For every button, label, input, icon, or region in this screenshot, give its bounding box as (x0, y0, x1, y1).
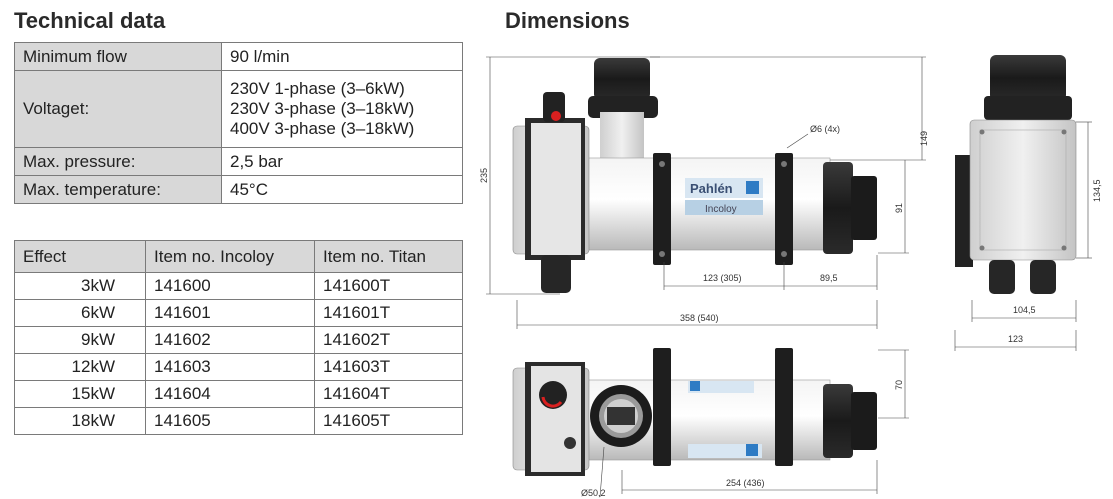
dim-label: Ø6 (4x) (810, 124, 840, 134)
effect-cell: 3kW (14, 272, 146, 300)
item-number-table: Effect Item no. Incoloy Item no. Titan 3… (14, 240, 463, 435)
spec-value: 90 l/min (221, 42, 463, 71)
dim-label: 123 (305) (703, 273, 742, 283)
table-row: Max. temperature: 45°C (14, 175, 463, 204)
dim-label: 89,5 (820, 273, 838, 283)
spec-value: 2,5 bar (221, 147, 463, 176)
spec-label: Max. pressure: (14, 147, 222, 176)
heater-end-view (955, 55, 1077, 294)
table-row: 15kW 141604 141604T (14, 380, 463, 408)
titan-cell: 141604T (314, 380, 463, 408)
heater-top-view (512, 348, 877, 476)
material-label: Incoloy (705, 204, 737, 215)
titan-cell: 141603T (314, 353, 463, 381)
incoloy-cell: 141604 (145, 380, 315, 408)
incoloy-cell: 141601 (145, 299, 315, 327)
table-row: Minimum flow 90 l/min (14, 42, 463, 71)
effect-cell: 15kW (14, 380, 146, 408)
voltage-line: 230V 1-phase (3–6kW) (230, 79, 405, 98)
voltage-line: 230V 3-phase (3–18kW) (230, 99, 415, 118)
effect-cell: 12kW (14, 353, 146, 381)
heater-side-view: Pahlén Incoloy (512, 58, 877, 293)
effect-cell: 18kW (14, 407, 146, 435)
dim-label: 149 (919, 131, 929, 146)
incoloy-cell: 141605 (145, 407, 315, 435)
spec-label: Max. temperature: (14, 175, 222, 204)
dimension-lines (954, 121, 1092, 351)
spec-value: 230V 1-phase (3–6kW) 230V 3-phase (3–18k… (221, 70, 463, 148)
table-row: 6kW 141601 141601T (14, 299, 463, 327)
column-header: Effect (14, 240, 146, 273)
titan-cell: 141602T (314, 326, 463, 354)
table-row: 18kW 141605 141605T (14, 407, 463, 435)
dim-label: 104,5 (1013, 305, 1036, 315)
table-row: 3kW 141600 141600T (14, 272, 463, 300)
dim-label: 235 (479, 168, 489, 183)
dimension-lines (486, 56, 926, 329)
dimension-lines (599, 349, 909, 498)
titan-cell: 141605T (314, 407, 463, 435)
dim-label: 358 (540) (680, 313, 719, 323)
effect-cell: 9kW (14, 326, 146, 354)
voltage-line: 400V 3-phase (3–18kW) (230, 119, 415, 138)
spec-label: Voltaget: (14, 70, 222, 148)
technical-data-title: Technical data (14, 8, 166, 33)
table-row: Voltaget: 230V 1-phase (3–6kW) 230V 3-ph… (14, 70, 463, 148)
technical-data-table: Minimum flow 90 l/min Voltaget: 230V 1-p… (14, 42, 463, 204)
titan-cell: 141600T (314, 272, 463, 300)
dimensions-title: Dimensions (505, 8, 630, 33)
table-header-row: Effect Item no. Incoloy Item no. Titan (14, 240, 463, 273)
dim-label: 70 (894, 380, 904, 390)
dim-label: Ø50,2 (581, 488, 606, 498)
column-header: Item no. Incoloy (145, 240, 315, 273)
table-row: 9kW 141602 141602T (14, 326, 463, 354)
incoloy-cell: 141600 (145, 272, 315, 300)
table-row: 12kW 141603 141603T (14, 353, 463, 381)
dim-label: 254 (436) (726, 478, 765, 488)
effect-cell: 6kW (14, 299, 146, 327)
spec-label: Minimum flow (14, 42, 222, 71)
table-row: Max. pressure: 2,5 bar (14, 147, 463, 176)
brand-label: Pahlén (690, 181, 733, 196)
dim-label: 91 (894, 203, 904, 213)
dim-label: 123 (1008, 334, 1023, 344)
titan-cell: 141601T (314, 299, 463, 327)
dim-label: 134,5 (1092, 179, 1102, 202)
spec-value: 45°C (221, 175, 463, 204)
column-header: Item no. Titan (314, 240, 463, 273)
